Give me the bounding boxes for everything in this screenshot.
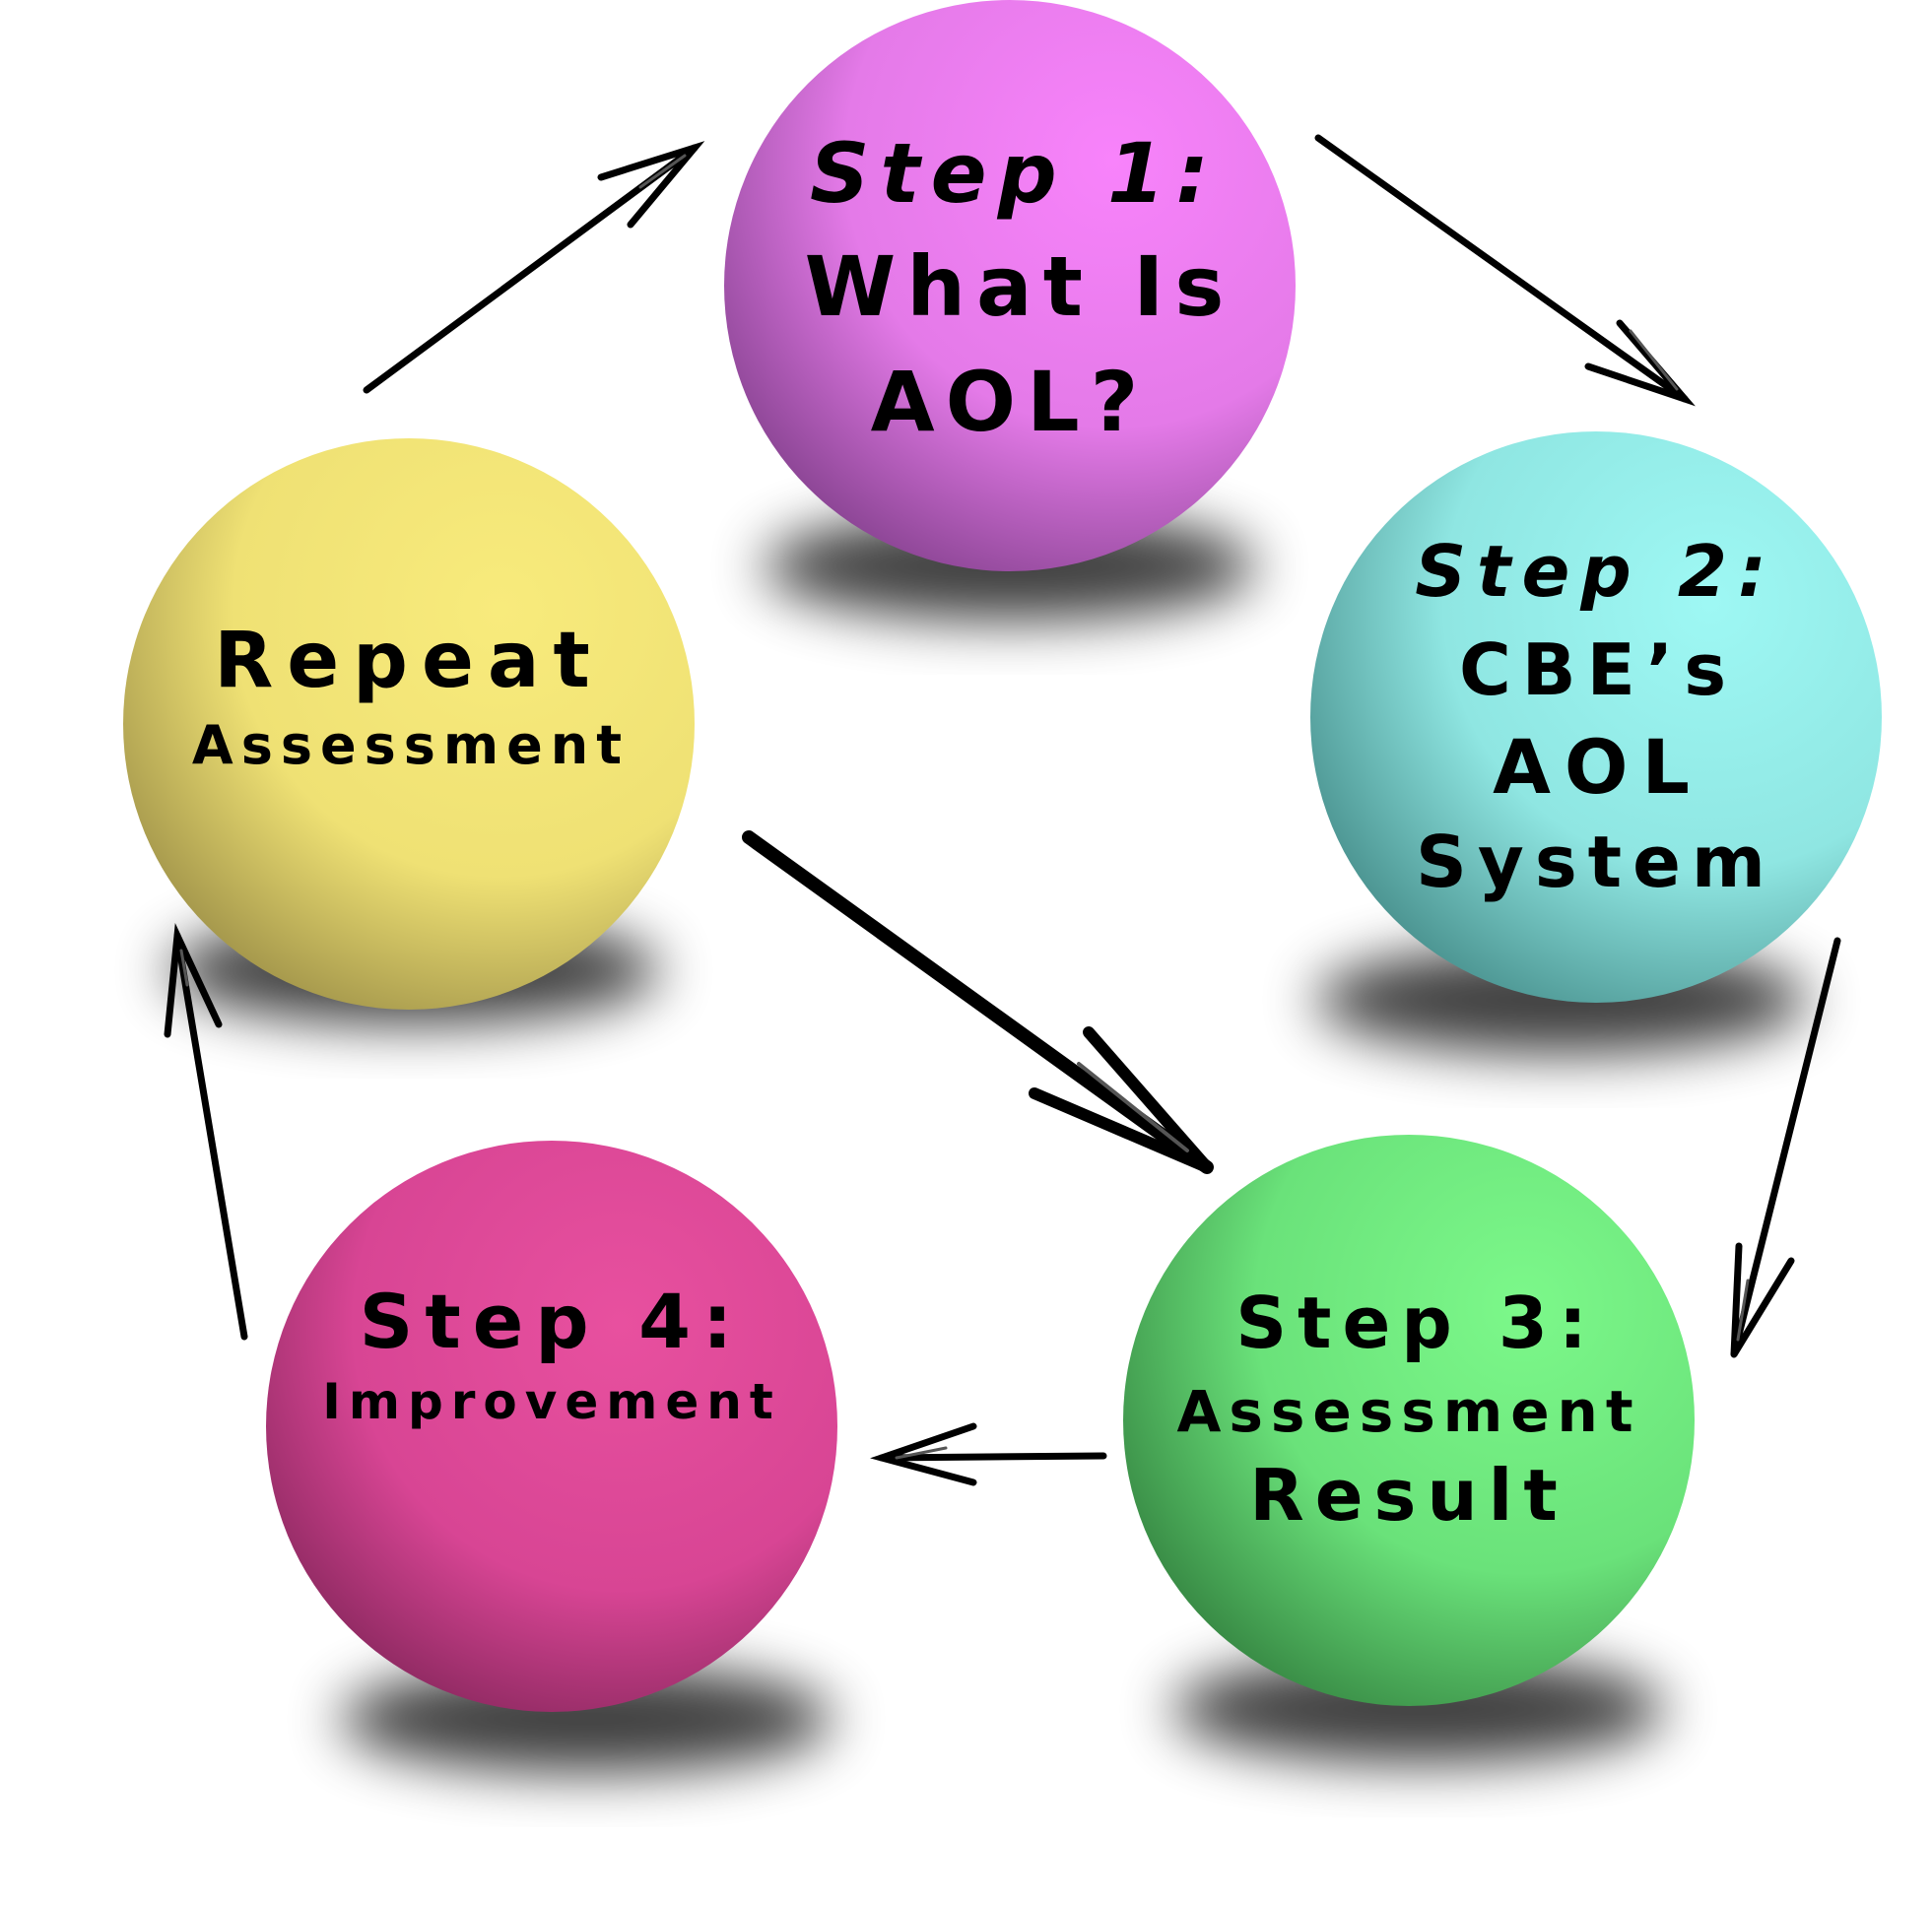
node-step4: Step 4: Improvement — [266, 1141, 837, 1712]
node-step2-line-4: System — [1416, 821, 1776, 903]
node-step1-line-2: What Is — [805, 238, 1235, 335]
arrow-repeat-to-step3 — [742, 830, 1214, 1174]
node-step2: Step 2: CBE’s AOL System — [1310, 431, 1882, 1003]
node-step4-line-1: Step 4: — [360, 1278, 745, 1365]
arrow-step3-to-step4 — [870, 1422, 1107, 1486]
node-step3-line-2: Assessment — [1176, 1378, 1640, 1445]
sphere-step4 — [266, 1141, 837, 1712]
arrow-step4-to-repeat — [164, 922, 248, 1341]
arrow-step1-to-step2 — [1314, 134, 1696, 407]
node-step2-line-2: CBE’s — [1459, 628, 1737, 711]
node-step3-line-1: Step 3: — [1235, 1281, 1598, 1364]
arrows — [164, 134, 1841, 1486]
node-step3-line-3: Result — [1249, 1454, 1567, 1537]
node-step1-line-1: Step 1: — [810, 125, 1220, 222]
arrow-repeat-to-step1 — [363, 141, 705, 394]
node-step1-line-3: AOL? — [871, 354, 1150, 450]
node-step2-line-3: AOL — [1493, 723, 1703, 811]
node-repeat: Repeat Assessment — [123, 438, 695, 1010]
node-step1: Step 1: What Is AOL? — [724, 0, 1296, 571]
node-repeat-line-2: Assessment — [192, 714, 630, 776]
sphere-step3 — [1123, 1135, 1695, 1706]
node-step3: Step 3: Assessment Result — [1123, 1135, 1695, 1706]
node-step2-line-1: Step 2: — [1415, 530, 1777, 613]
sphere-repeat — [123, 438, 695, 1010]
node-repeat-line-1: Repeat — [214, 617, 604, 705]
node-step4-line-2: Improvement — [322, 1373, 781, 1430]
arrow-step2-to-step3 — [1730, 937, 1841, 1358]
sphere-step1 — [724, 0, 1296, 571]
sphere-step2 — [1310, 431, 1882, 1003]
